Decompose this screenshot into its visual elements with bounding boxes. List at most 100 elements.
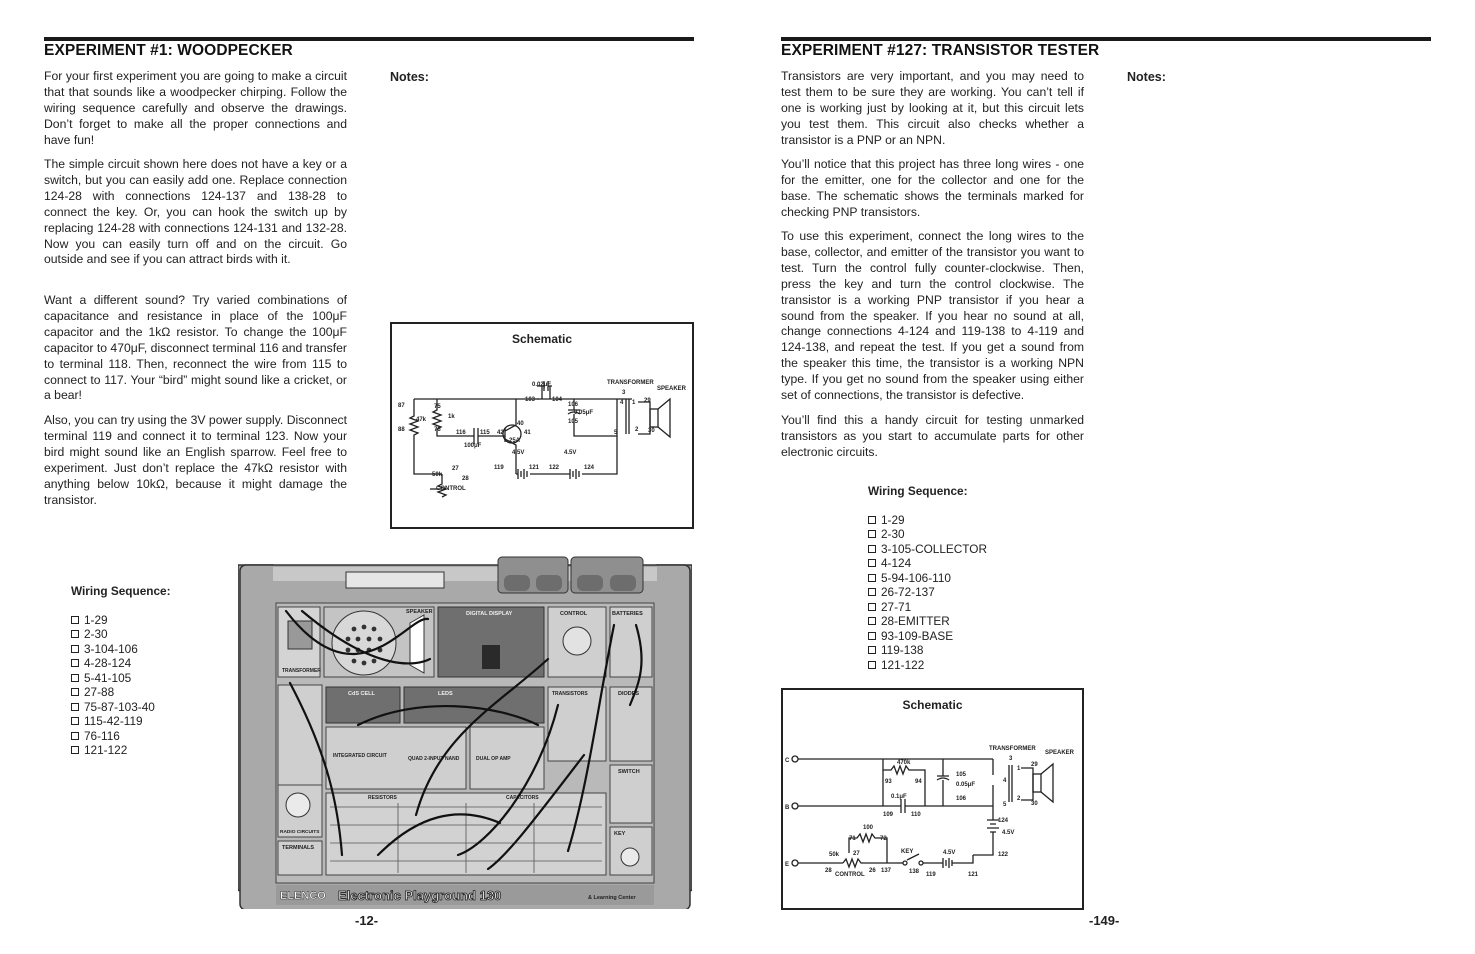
checkbox-icon[interactable] bbox=[868, 646, 876, 655]
ls-label-control: CONTROL bbox=[436, 486, 466, 492]
checkbox-icon[interactable] bbox=[71, 688, 79, 697]
checkbox-icon[interactable] bbox=[868, 602, 876, 611]
rs-label-100: 100 bbox=[863, 825, 874, 831]
right-title-rule bbox=[781, 37, 1431, 41]
rs-label-121: 121 bbox=[968, 872, 979, 878]
checkbox-icon[interactable] bbox=[71, 673, 79, 682]
breadboard-illustration: TRANSFORMER SPEAKER DIGITAL DISPLAY CONT… bbox=[238, 556, 692, 909]
wiring-item[interactable]: 115-42-119 bbox=[71, 714, 171, 729]
wiring-item[interactable]: 4-28-124 bbox=[71, 656, 171, 671]
rs-label-1: 1 bbox=[1017, 766, 1021, 772]
checkbox-icon[interactable] bbox=[868, 530, 876, 539]
board-label-resistors: RESISTORS bbox=[368, 795, 397, 801]
left-wiring-title: Wiring Sequence: bbox=[71, 584, 171, 598]
board-label-ic: INTEGRATED CIRCUIT bbox=[333, 753, 387, 759]
left-schematic-diagram: 0.02μF 103 104 TRANSFORMER SPEAKER 3 1 2… bbox=[398, 380, 687, 498]
wiring-item[interactable]: 2-30 bbox=[868, 527, 987, 542]
rs-label-30: 30 bbox=[1031, 801, 1038, 807]
rs-label-109: 109 bbox=[883, 812, 894, 818]
checkbox-icon[interactable] bbox=[71, 615, 79, 624]
right-page-number: -149- bbox=[1089, 913, 1120, 928]
checkbox-icon[interactable] bbox=[71, 717, 79, 726]
board-label-speaker: SPEAKER bbox=[406, 609, 433, 615]
wiring-item[interactable]: 93-109-BASE bbox=[868, 629, 987, 644]
wiring-item[interactable]: 121-122 bbox=[71, 743, 171, 758]
rs-label-105: 105 bbox=[956, 772, 967, 778]
wiring-item[interactable]: 4-124 bbox=[868, 556, 987, 571]
checkbox-icon[interactable] bbox=[71, 630, 79, 639]
checkbox-icon[interactable] bbox=[71, 644, 79, 653]
ls-label-41: 41 bbox=[524, 430, 531, 436]
right-paragraph-2: You’ll notice that this project has thre… bbox=[781, 157, 1084, 219]
checkbox-icon[interactable] bbox=[868, 617, 876, 626]
ls-label-cap1: 0.02μF bbox=[532, 382, 551, 388]
checkbox-icon[interactable] bbox=[868, 515, 876, 524]
wiring-item[interactable]: 27-88 bbox=[71, 685, 171, 700]
board-label-diodes: DIODES bbox=[618, 691, 639, 697]
wiring-item[interactable]: 28-EMITTER bbox=[868, 614, 987, 629]
ls-label-122: 122 bbox=[549, 465, 560, 471]
wiring-item[interactable]: 1-29 bbox=[71, 613, 171, 628]
rs-label-122: 122 bbox=[998, 852, 1009, 858]
checkbox-icon[interactable] bbox=[868, 631, 876, 640]
checkbox-icon[interactable] bbox=[868, 660, 876, 669]
left-page-number: -12- bbox=[355, 913, 379, 928]
rs-label-transformer: TRANSFORMER bbox=[989, 746, 1036, 752]
right-page: EXPERIMENT #127: TRANSISTOR TESTER Trans… bbox=[737, 0, 1475, 954]
ls-label-50k: 50k bbox=[432, 472, 443, 478]
ls-label-transformer: TRANSFORMER bbox=[607, 380, 654, 386]
rs-label-72: 72 bbox=[880, 836, 887, 842]
checkbox-icon[interactable] bbox=[71, 659, 79, 668]
checkbox-icon[interactable] bbox=[868, 588, 876, 597]
ls-label-124: 124 bbox=[584, 465, 595, 471]
board-subproduct: & Learning Center bbox=[588, 895, 637, 901]
wiring-item[interactable]: 27-71 bbox=[868, 600, 987, 615]
wiring-item[interactable]: 76-116 bbox=[71, 729, 171, 744]
ls-label-5: 5 bbox=[614, 430, 618, 436]
wiring-item[interactable]: 3-105-COLLECTOR bbox=[868, 542, 987, 557]
checkbox-icon[interactable] bbox=[868, 544, 876, 553]
wiring-item[interactable]: 5-41-105 bbox=[71, 671, 171, 686]
board-brand: ELENCO bbox=[280, 890, 326, 902]
rs-label-c: C bbox=[785, 758, 790, 764]
checkbox-icon[interactable] bbox=[868, 559, 876, 568]
rs-label-5: 5 bbox=[1003, 802, 1007, 808]
rs-label-b: B bbox=[785, 805, 790, 811]
left-page: EXPERIMENT #1: WOODPECKER For your first… bbox=[0, 0, 737, 954]
board-label-control: CONTROL bbox=[560, 611, 588, 617]
checkbox-icon[interactable] bbox=[868, 573, 876, 582]
right-paragraph-1: Transistors are very important, and you … bbox=[781, 69, 1084, 147]
board-label-display: DIGITAL DISPLAY bbox=[466, 611, 513, 617]
rs-label-50k: 50k bbox=[829, 852, 840, 858]
wiring-item[interactable]: 75-87-103-40 bbox=[71, 700, 171, 715]
board-label-batteries: BATTERIES bbox=[612, 611, 643, 617]
wiring-item[interactable]: 26-72-137 bbox=[868, 585, 987, 600]
ls-label-cap3: 100μF bbox=[464, 443, 482, 449]
left-title-rule bbox=[44, 37, 694, 41]
wiring-item[interactable]: 5-94-106-110 bbox=[868, 571, 987, 586]
wiring-item[interactable]: 119-138 bbox=[868, 643, 987, 658]
right-notes-label: Notes: bbox=[1127, 70, 1166, 84]
rs-label-110: 110 bbox=[911, 812, 921, 818]
left-paragraph-4: Also, you can try using the 3V power sup… bbox=[44, 413, 347, 507]
ls-label-116: 116 bbox=[456, 430, 466, 436]
right-paragraph-4: You’ll find this a handy circuit for tes… bbox=[781, 413, 1084, 459]
left-schematic-title: Schematic bbox=[511, 332, 573, 346]
board-label-cds: CdS CELL bbox=[348, 691, 376, 697]
checkbox-icon[interactable] bbox=[71, 731, 79, 740]
right-schematic-diagram: C B E TRANSFORMER SPEAKER 3 4 1 29 2 5 3… bbox=[785, 746, 1075, 878]
checkbox-icon[interactable] bbox=[71, 746, 79, 755]
wiring-item[interactable]: 121-122 bbox=[868, 658, 987, 673]
rs-label-v2: 4.5V bbox=[943, 850, 955, 856]
wiring-item[interactable]: 1-29 bbox=[868, 513, 987, 528]
checkbox-icon[interactable] bbox=[71, 702, 79, 711]
ls-label-25a: 25A bbox=[509, 438, 521, 444]
rs-label-cap2: 0.1μF bbox=[891, 794, 907, 800]
board-label-key: KEY bbox=[614, 831, 626, 837]
rs-label-94: 94 bbox=[915, 779, 922, 785]
rs-label-93: 93 bbox=[885, 779, 892, 785]
left-paragraph-1: For your first experiment you are going … bbox=[44, 69, 347, 147]
right-experiment-title: EXPERIMENT #127: TRANSISTOR TESTER bbox=[781, 42, 1100, 59]
wiring-item[interactable]: 3-104-106 bbox=[71, 642, 171, 657]
wiring-item[interactable]: 2-30 bbox=[71, 627, 171, 642]
